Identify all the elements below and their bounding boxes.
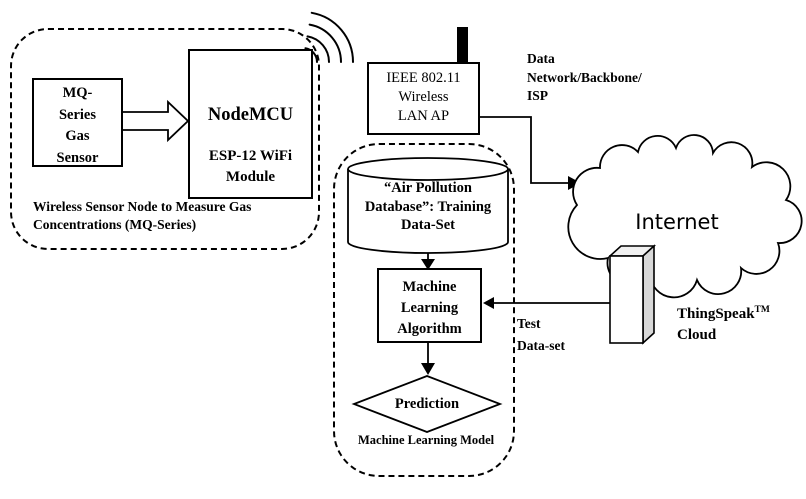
air-pollution-database-label: “Air Pollution Database”: Training Data-… [350, 179, 506, 235]
data-network-label-line: ISP [527, 88, 549, 103]
database-cylinder-icon [347, 157, 509, 254]
test-dataset-label: Test Data-set [517, 313, 597, 357]
test-dataset-line: Data-set [517, 338, 565, 353]
ml-model-caption: Machine Learning Model [358, 433, 495, 447]
trademark-symbol: TM [754, 305, 770, 315]
thingspeak-name: ThingSpeak [677, 306, 755, 322]
thingspeak-cloud-label: ThingSpeakTM Cloud [677, 300, 797, 346]
data-network-label-line: Data [527, 51, 555, 66]
wireless-lan-ap-line: IEEE 802.11 [386, 70, 461, 86]
sensor-node-caption: Wireless Sensor Node to Measure Gas Conc… [33, 198, 318, 233]
mq-sensor-line: Series [58, 106, 97, 123]
mq-sensor-line: Sensor [56, 149, 99, 166]
ml-algorithm-box: Machine Learning Algorithm [377, 268, 482, 343]
prediction-label: Prediction [394, 396, 460, 412]
data-network-label: Data Network/Backbone/ ISP [527, 50, 687, 106]
ml-model-group-outline [333, 143, 515, 477]
ml-algorithm-line: Learning [400, 300, 459, 316]
wireless-lan-ap-line: Wireless [398, 89, 449, 105]
antenna-icon [457, 27, 468, 64]
database-label-line: “Air Pollution [384, 180, 472, 196]
nodemcu-box: NodeMCU ESP-12 WiFi Module [188, 49, 313, 199]
nodemcu-subtitle-line: Module [225, 168, 276, 185]
ml-algorithm-line: Machine [402, 279, 457, 295]
wireless-lan-ap-line: LAN AP [397, 108, 450, 124]
arrow-database-to-algorithm [421, 253, 435, 270]
nodemcu-subtitle-line: ESP-12 WiFi [208, 148, 293, 164]
sensor-node-group-outline [10, 28, 320, 250]
nodemcu-subtitle: ESP-12 WiFi Module [190, 146, 311, 187]
prediction-diamond-shape [351, 375, 503, 433]
mq-sensor-box: MQ- Series Gas Sensor [32, 78, 123, 167]
data-network-label-line: Network/Backbone/ [527, 69, 642, 85]
sensor-node-caption-line: Wireless Sensor Node to Measure Gas [33, 199, 252, 214]
ml-algorithm-line: Algorithm [397, 321, 462, 337]
thingspeak-cloud-line: Cloud [677, 327, 717, 343]
database-label-line: Database”: Training [364, 198, 492, 215]
thingspeak-name-line: ThingSpeakTM [677, 300, 797, 325]
database-label-line: Data-Set [401, 217, 455, 233]
mq-sensor-line: MQ- [62, 85, 93, 101]
nodemcu-title: NodeMCU [207, 105, 294, 125]
server-tower-icon [607, 244, 657, 345]
sensor-node-caption-line: Concentrations (MQ-Series) [33, 216, 197, 232]
internet-label: Internet [635, 210, 719, 234]
wireless-lan-ap-box: IEEE 802.11 Wireless LAN AP [367, 62, 480, 135]
mq-sensor-line: Gas [65, 128, 90, 144]
block-arrow-sensor-to-nodemcu-icon [121, 99, 190, 143]
arrow-algorithm-to-prediction [421, 343, 435, 375]
test-dataset-line: Test [517, 316, 541, 331]
